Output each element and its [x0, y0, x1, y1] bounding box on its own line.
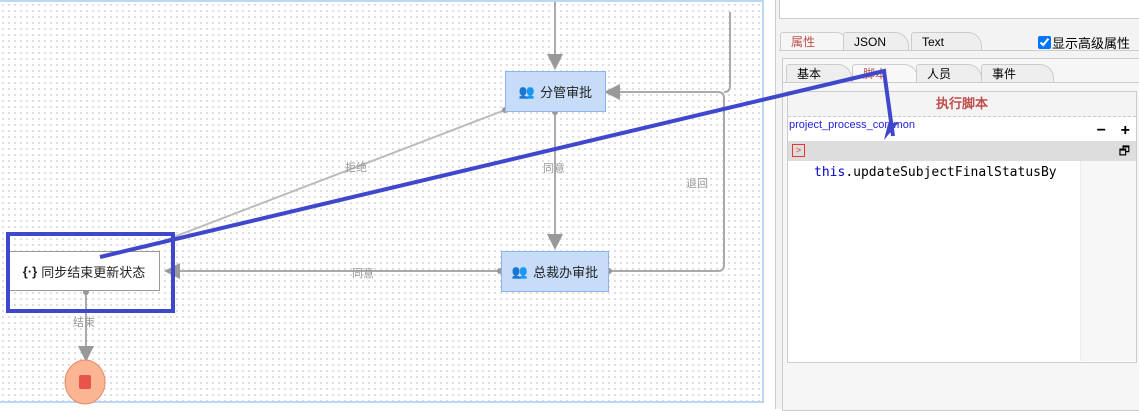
script-box: 执行脚本 project_process_common − + > 🗗 this…	[787, 91, 1137, 363]
subtab-basic[interactable]: 基本	[786, 64, 852, 82]
minimap	[1080, 161, 1136, 361]
edge-label-agree: 同意	[543, 163, 565, 175]
tab-json[interactable]: JSON	[843, 32, 909, 50]
node-fenguan[interactable]: 👥分管审批	[505, 71, 606, 112]
edge-label-reject: 拒绝	[345, 162, 367, 174]
code-editor[interactable]: this.updateSubjectFinalStatusBy	[788, 161, 1136, 361]
plus-button[interactable]: +	[1120, 122, 1130, 139]
node-zongcai[interactable]: 👥总裁办审批	[501, 251, 609, 292]
script-title: 执行脚本	[788, 92, 1136, 117]
advanced-checkbox[interactable]	[1038, 36, 1051, 49]
script-icon: {·}	[22, 263, 38, 279]
node-sync[interactable]: {·}同步结束更新状态	[8, 251, 160, 291]
run-icon[interactable]: >	[792, 144, 805, 157]
properties-panel: 属性 JSON Text 显示高级属性 基本 脚本 人员 事件 执行脚本 pro…	[775, 0, 1139, 411]
edge-label-end: 结束	[73, 317, 95, 329]
flow-canvas[interactable]: 👥分管审批 👥总裁办审批 {·}同步结束更新状态 拒绝 同意 同意 退回 结束	[0, 0, 764, 405]
restore-icon[interactable]: 🗗	[1118, 144, 1130, 158]
edge-label-back: 退回	[686, 178, 708, 190]
subtab-events[interactable]: 事件	[981, 64, 1054, 82]
user-icon: 👥	[511, 263, 529, 279]
subtab-people[interactable]: 人员	[916, 64, 982, 82]
edge-label-agree: 同意	[352, 268, 374, 280]
subtab-script[interactable]: 脚本	[852, 64, 918, 82]
top-box	[779, 0, 1139, 19]
tab-properties[interactable]: 属性	[780, 32, 850, 50]
edge-reject	[144, 109, 506, 249]
minus-button[interactable]: −	[1096, 122, 1106, 139]
user-icon: 👥	[518, 83, 536, 99]
script-name-link[interactable]: project_process_common	[789, 119, 915, 131]
tab-text[interactable]: Text	[911, 32, 982, 50]
edges-layer	[64, 2, 731, 405]
advanced-toggle[interactable]: 显示高级属性	[1038, 33, 1130, 52]
editor-toolbar: > 🗗	[788, 141, 1136, 161]
